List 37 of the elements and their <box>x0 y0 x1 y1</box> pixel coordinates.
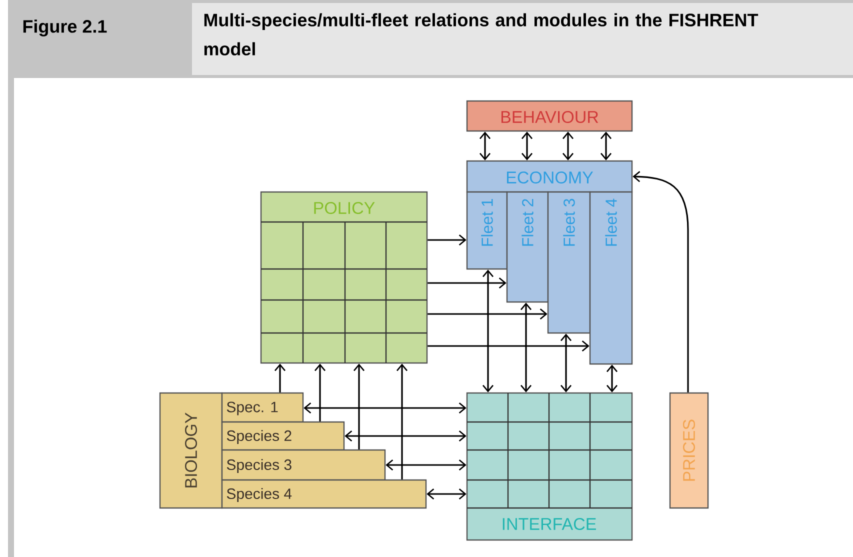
fleet-box: Fleet 1 <box>466 191 508 270</box>
arrow <box>386 459 466 471</box>
figure-number: Figure 2.1 <box>23 20 107 36</box>
species-box: Species 2 <box>221 421 345 451</box>
species-box: Species 3 <box>221 449 386 481</box>
fleet-box: Fleet 2 <box>506 191 549 303</box>
arrow <box>353 364 365 450</box>
module-box: PRICES <box>669 392 709 509</box>
arrow <box>428 308 548 320</box>
module-box: BEHAVIOUR <box>466 100 633 132</box>
figure-title: Multi-species/multi-fleet relations and modules in the FISHRENT model <box>204 13 758 56</box>
species-box: Species 4 <box>221 479 427 509</box>
arrow <box>562 132 574 160</box>
arrow <box>560 334 572 392</box>
module-box: ECONOMY <box>466 160 633 193</box>
policy-grid: POLICY <box>260 191 428 364</box>
fleet-box: Fleet 3 <box>547 191 591 334</box>
arrow <box>304 402 466 414</box>
arrow <box>482 270 494 392</box>
arrow <box>428 277 506 289</box>
arrow <box>344 430 466 442</box>
arrow <box>428 234 466 246</box>
arrow <box>632 171 689 392</box>
species-box: Spec. 1 <box>221 392 304 423</box>
arrow <box>396 364 408 480</box>
arrow <box>600 132 612 160</box>
fleet-box: Fleet 4 <box>589 191 633 365</box>
interface-grid: INTERFACE <box>466 392 633 541</box>
arrow <box>606 364 618 392</box>
arrow <box>426 488 466 500</box>
arrow <box>428 340 590 352</box>
arrow <box>314 364 326 422</box>
arrow <box>521 132 533 160</box>
module-box: BIOLOGY <box>159 392 223 509</box>
arrow <box>274 364 286 392</box>
arrow <box>520 302 532 392</box>
arrow <box>479 132 491 160</box>
